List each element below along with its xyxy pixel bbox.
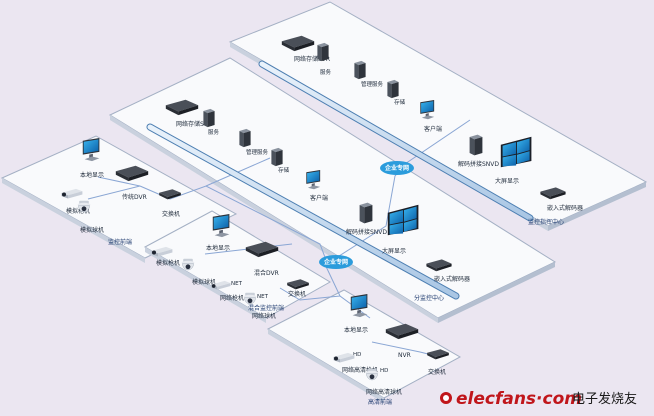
- svg-text:解码拼接SNVD: 解码拼接SNVD: [346, 228, 387, 236]
- svg-text:模拟球机: 模拟球机: [192, 278, 216, 286]
- server-tower-icon: [203, 108, 215, 128]
- svg-text:交换机: 交换机: [428, 368, 446, 376]
- badge-top: 企业专网: [380, 161, 414, 175]
- svg-text:交换机: 交换机: [162, 210, 180, 218]
- svg-text:本地显示: 本地显示: [206, 244, 230, 252]
- label-storage: 网络存储SVR: [294, 55, 330, 63]
- svg-text:本地显示: 本地显示: [80, 171, 104, 179]
- watermark: elecfans·com 电子发烧友: [440, 389, 637, 409]
- svg-text:客户端: 客户端: [310, 194, 328, 202]
- net-tag: NET: [257, 294, 269, 300]
- server-tower-icon: [387, 79, 399, 99]
- svg-text:企业专网: 企业专网: [384, 164, 409, 172]
- svg-text:存储: 存储: [394, 98, 406, 106]
- platform-branch: [108, 57, 557, 323]
- backbone-hq: [258, 60, 534, 222]
- svg-text:存储: 存储: [278, 166, 290, 174]
- svg-text:交换机: 交换机: [288, 290, 306, 298]
- hd-tag: HD: [353, 352, 361, 358]
- site-label-center: 混合监控前端: [248, 304, 284, 312]
- svg-text:服务: 服务: [208, 128, 220, 136]
- svg-text:模拟球机: 模拟球机: [80, 226, 104, 234]
- site-label-bottom: 高清前端: [368, 398, 392, 406]
- platform-bottom: [266, 289, 462, 403]
- decoder-server-icon: [469, 134, 483, 156]
- svg-text:客户端: 客户端: [424, 125, 442, 133]
- svg-text:管理服务: 管理服务: [361, 80, 384, 88]
- svg-text:嵌入式解码器: 嵌入式解码器: [547, 204, 583, 212]
- brand-name-cn: 电子发烧友: [572, 391, 637, 407]
- svg-text:网络存储SVR: 网络存储SVR: [176, 120, 212, 128]
- svg-text:混合DVR: 混合DVR: [254, 269, 279, 277]
- svg-text:网络枪机: 网络枪机: [220, 294, 244, 302]
- left-devices: 本地显示 传统DVR 交换机 模拟枪机 模拟球机 监控前端: [61, 138, 181, 246]
- decoder-server-icon: [359, 202, 373, 224]
- branch-devices: 网络存储SVR 服务 管理服务 存储 客户端 解码拼接SNVD 大屏显示 嵌入式…: [165, 99, 470, 302]
- server-tower-icon: [239, 128, 251, 148]
- svg-text:嵌入式解码器: 嵌入式解码器: [434, 275, 470, 283]
- net-tag: NET: [231, 281, 243, 287]
- server-tower-icon: [271, 147, 283, 167]
- bottom-devices: 本地显示 NVR 交换机 HD 网络高清枪机 HD 网络高清球机 高清前端: [333, 294, 449, 406]
- server-tower-icon: [317, 42, 329, 62]
- site-label-branch: 分监控中心: [414, 294, 444, 302]
- svg-text:模拟枪机: 模拟枪机: [156, 259, 180, 267]
- svg-text:本地显示: 本地显示: [344, 326, 368, 334]
- site-label-hq: 监控指挥中心: [528, 218, 564, 226]
- svg-text:网络高清枪机: 网络高清枪机: [342, 366, 378, 374]
- platform-center: [143, 210, 331, 323]
- hq-devices: 网络存储SVR 服务 管理服务 存储 客户端 解码拼接SNVD 大屏显示 嵌入式…: [281, 35, 583, 226]
- svg-text:管理服务: 管理服务: [246, 148, 269, 156]
- platform-left: [0, 135, 238, 263]
- backbone-branch: [146, 123, 460, 300]
- svg-text:NVR: NVR: [398, 352, 411, 359]
- site-label-left: 监控前端: [108, 238, 132, 246]
- server-tower-icon: [354, 60, 366, 80]
- center-devices: 本地显示 混合DVR 模拟枪机 模拟球机 NET 网络枪机 NET 网络球机 交…: [151, 214, 309, 320]
- svg-text:企业专网: 企业专网: [323, 258, 348, 266]
- svg-text:传统DVR: 传统DVR: [122, 193, 147, 201]
- svg-text:解码拼接SNVD: 解码拼接SNVD: [458, 160, 499, 168]
- svg-text:模拟枪机: 模拟枪机: [66, 207, 90, 215]
- brand-logo: elecfans·com: [456, 389, 582, 409]
- badge-mid: 企业专网: [319, 255, 353, 269]
- svg-text:服务: 服务: [320, 68, 332, 76]
- hd-tag: HD: [380, 368, 388, 374]
- svg-text:大屏显示: 大屏显示: [495, 177, 519, 185]
- svg-text:网络高清球机: 网络高清球机: [366, 388, 402, 396]
- svg-text:大屏显示: 大屏显示: [382, 247, 406, 255]
- svg-text:网络球机: 网络球机: [252, 312, 276, 320]
